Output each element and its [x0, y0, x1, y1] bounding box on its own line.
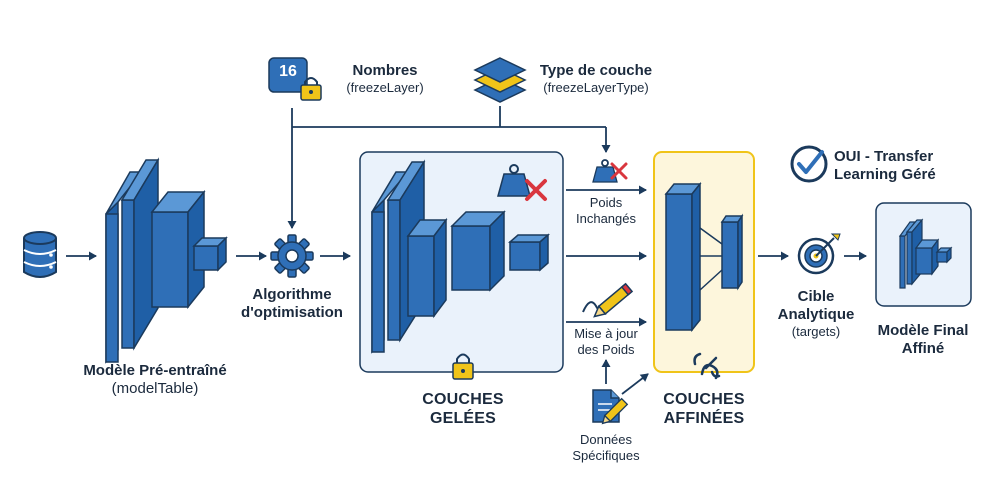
- frozen-lock-icon: [452, 353, 474, 380]
- weights-update-line1: Mise à jour: [574, 326, 638, 341]
- tuned-layers-label: COUCHES AFFINÉES: [648, 390, 760, 428]
- layers-icon: [473, 57, 527, 103]
- frozen-layers-icon: [371, 159, 550, 354]
- pretrained-model-icon: [105, 157, 228, 364]
- numbers-badge-icon: [268, 57, 308, 93]
- tuned-line1: COUCHES: [663, 391, 745, 408]
- numbers-sub: (freezeLayer): [346, 80, 424, 95]
- database-icon: [23, 231, 57, 278]
- tuned-line2: AFFINÉES: [663, 410, 745, 428]
- frozen-line2: GELÉES: [429, 410, 497, 428]
- layer-type-sub: (freezeLayerType): [543, 80, 649, 95]
- algorithm-line1: Algorithme: [252, 286, 332, 303]
- connector-arrows: [66, 106, 867, 395]
- transfer-line2: Learning Géré: [834, 166, 936, 183]
- target-icon: [797, 233, 841, 275]
- algorithm-line2: d'optimisation: [241, 304, 343, 321]
- target-line1: Cible: [797, 288, 835, 305]
- weights-unchanged-label: Poids Inchangés: [566, 195, 646, 226]
- algorithm-label: Algorithme d'optimisation: [232, 286, 352, 322]
- final-model-label: Modèle Final Affiné: [862, 322, 984, 358]
- tuned-layers-icon: [664, 181, 744, 333]
- pretrained-model-sub: (modelTable): [111, 380, 199, 397]
- pretrained-model-label: Modèle Pré-entraîné (modelTable): [60, 362, 250, 398]
- transfer-line1: OUI - Transfer: [834, 148, 934, 165]
- target-line2: Analytique: [777, 306, 855, 323]
- specific-data-label: Données Spécifiques: [560, 432, 652, 463]
- check-badge-icon: [790, 145, 828, 183]
- specific-data-line2: Spécifiques: [572, 447, 640, 463]
- pretrained-model-title: Modèle Pré-entraîné: [83, 362, 227, 379]
- layer-type-title: Type de couche: [539, 62, 653, 79]
- numbers-label: Nombres (freezeLayer): [330, 62, 440, 96]
- cross-icon: [525, 179, 547, 201]
- specific-data-line1: Données: [579, 432, 633, 447]
- weights-unchanged-line2: Inchangés: [576, 210, 636, 226]
- wrench-icon: [693, 352, 721, 380]
- document-icon: [592, 389, 629, 425]
- final-model-line1: Modèle Final: [877, 322, 969, 339]
- numbers-badge-text: 16: [279, 63, 297, 80]
- weights-update-line2: des Poids: [577, 341, 635, 357]
- transfer-label: OUI - Transfer Learning Géré: [834, 148, 964, 184]
- lock-icon: [300, 77, 322, 101]
- layer-type-label: Type de couche (freezeLayerType): [534, 62, 658, 96]
- weights-update-label: Mise à jour des Poids: [560, 326, 652, 357]
- weights-unchanged-line1: Poids: [589, 195, 623, 210]
- target-label: Cible Analytique (targets): [770, 288, 862, 340]
- final-model-line2: Affiné: [901, 340, 945, 357]
- frozen-line1: COUCHES: [422, 391, 504, 408]
- target-sub: (targets): [791, 324, 841, 339]
- final-model-icon: [898, 218, 953, 289]
- frozen-layers-label: COUCHES GELÉES: [400, 390, 526, 428]
- pencil-icon: [582, 282, 634, 318]
- numbers-title: Nombres: [352, 62, 418, 79]
- weight-icon: [497, 164, 531, 197]
- small-cross-icon: [610, 162, 628, 180]
- gear-icon: [270, 234, 314, 278]
